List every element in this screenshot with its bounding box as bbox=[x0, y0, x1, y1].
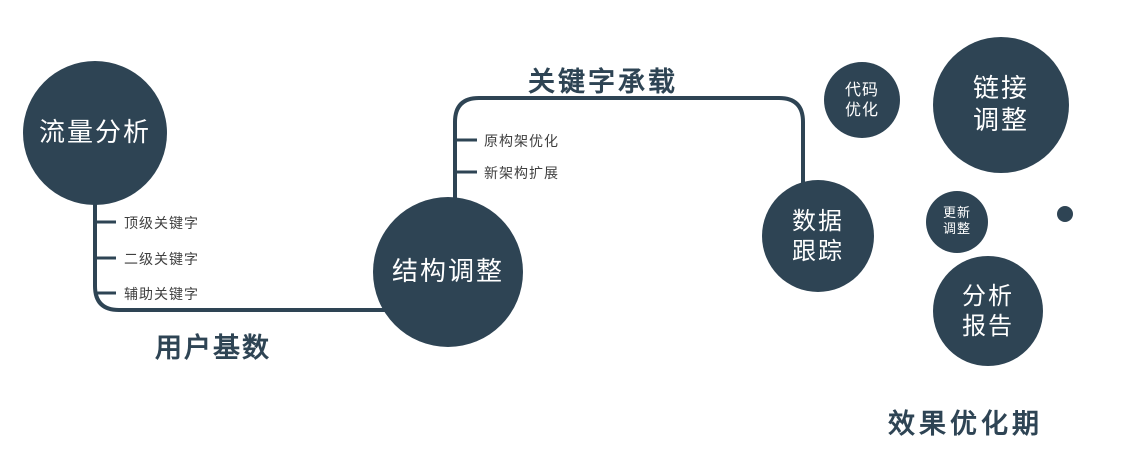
node-structure-adjustment: 结构调整 bbox=[373, 197, 523, 347]
node-code-optimization-label-line1: 代码 bbox=[844, 80, 879, 99]
node-data-tracking-label-line1: 数据 bbox=[792, 207, 844, 235]
caption-effect-optimization-period: 效果优化期 bbox=[888, 409, 1043, 440]
node-structure-adjustment-label: 结构调整 bbox=[391, 256, 504, 287]
node-link-adjustment-label-line1: 链接 bbox=[972, 73, 1029, 104]
node-traffic-analysis: 流量分析 bbox=[23, 61, 167, 205]
connector-structure-to-tracking bbox=[453, 96, 805, 200]
edge-label-user-base: 用户基数 bbox=[155, 333, 271, 364]
branch-label-new-architecture-expansion: 新架构扩展 bbox=[484, 166, 559, 182]
edge-label-keyword-carry: 关键字承载 bbox=[528, 67, 678, 98]
node-code-optimization: 代码 优化 bbox=[824, 62, 900, 138]
branch-label-auxiliary-keywords: 辅助关键字 bbox=[124, 287, 199, 303]
node-traffic-analysis-label: 流量分析 bbox=[38, 117, 151, 148]
branch-label-original-architecture-optimization: 原构架优化 bbox=[484, 134, 559, 150]
node-data-tracking: 数据 跟踪 bbox=[762, 180, 874, 292]
node-analysis-report-label-line1: 分析 bbox=[962, 282, 1014, 310]
node-code-optimization-label-line2: 优化 bbox=[844, 100, 879, 119]
branch-label-secondary-keywords: 二级关键字 bbox=[124, 252, 199, 268]
node-analysis-report: 分析 报告 bbox=[933, 256, 1043, 366]
node-link-adjustment: 链接 调整 bbox=[933, 37, 1069, 173]
node-update-adjustment-label-line1: 更新 bbox=[942, 205, 971, 221]
node-update-adjustment: 更新 调整 bbox=[926, 191, 988, 253]
connector-traffic-to-structure bbox=[93, 198, 395, 312]
node-data-tracking-label-line2: 跟踪 bbox=[792, 237, 844, 265]
node-analysis-report-label-line2: 报告 bbox=[962, 312, 1014, 340]
node-link-adjustment-label-line2: 调整 bbox=[972, 106, 1029, 136]
branch-label-top-keywords: 顶级关键字 bbox=[124, 216, 199, 232]
node-update-adjustment-label-line2: 调整 bbox=[942, 222, 971, 237]
dot-marker bbox=[1057, 206, 1073, 222]
